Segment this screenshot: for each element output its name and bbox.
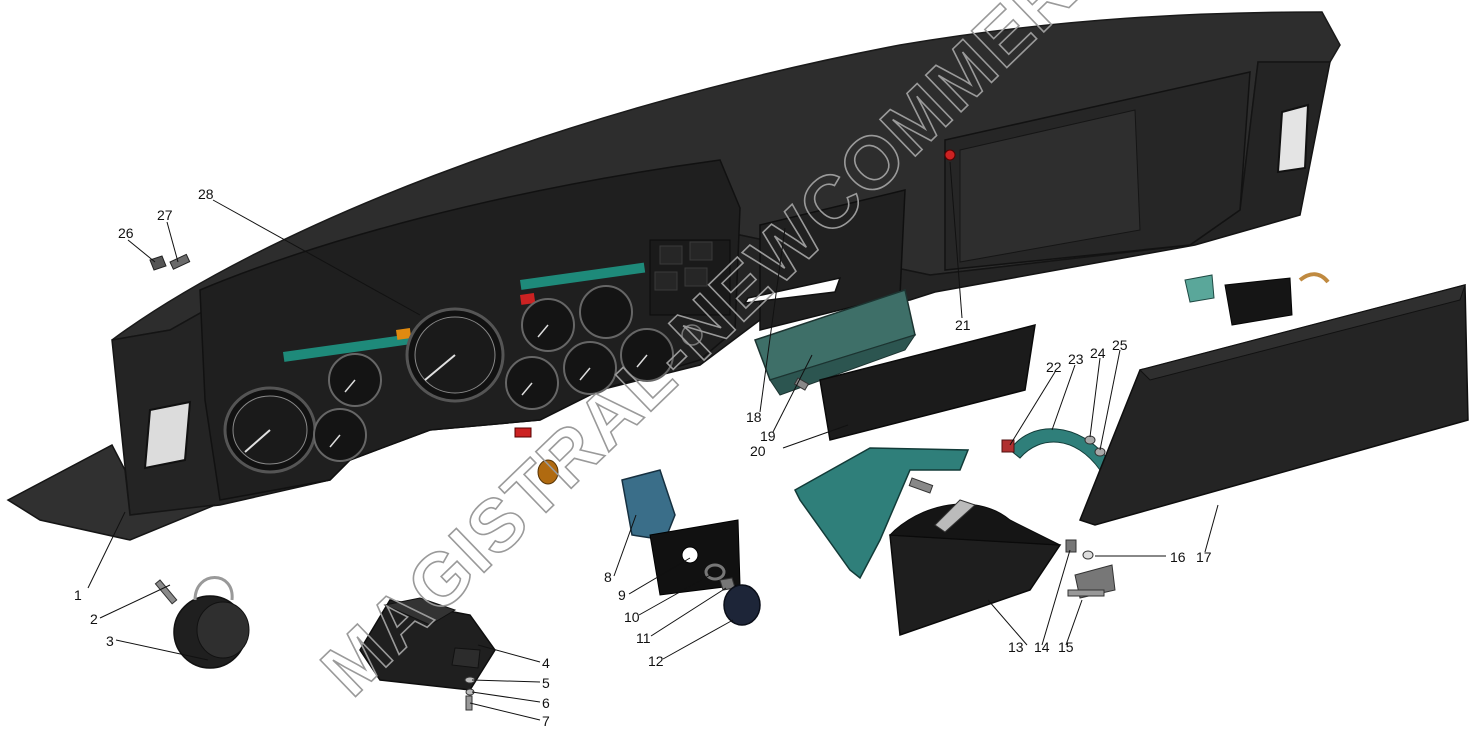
latch-parts (1184, 272, 1330, 326)
small-gauge (579, 285, 633, 339)
small-gauge (620, 328, 674, 382)
callout-12: 12 (648, 653, 664, 669)
screw-part-14 (1065, 539, 1077, 553)
speedometer-gauge (405, 307, 505, 403)
callout-25: 25 (1112, 337, 1128, 353)
hinge-part-15 (1067, 564, 1116, 599)
washer-part-10 (704, 563, 726, 581)
callout-3: 3 (106, 633, 114, 649)
callout-24: 24 (1090, 345, 1106, 361)
glovebox-lid-part-17 (1079, 284, 1469, 526)
callout-11: 11 (636, 630, 651, 646)
ignition-switch-icon (681, 324, 703, 346)
hazard-lamp-icon (514, 427, 532, 438)
bracket-part (794, 447, 970, 580)
callout-5: 5 (542, 675, 550, 691)
callout-14: 14 (1034, 639, 1050, 655)
callout-26: 26 (118, 225, 134, 241)
hinge-arm-part-23 (1001, 428, 1111, 471)
small-gauge (521, 298, 575, 352)
callout-13: 13 (1008, 639, 1024, 655)
washer-part-16 (1082, 550, 1094, 560)
bolt-part-2 (154, 579, 178, 605)
knob-part-12 (723, 584, 761, 626)
callout-21: 21 (955, 317, 971, 333)
callout-2: 2 (90, 611, 98, 627)
callout-1: 1 (74, 587, 82, 603)
tachometer-gauge (223, 386, 317, 474)
callout-9: 9 (618, 587, 626, 603)
callout-17: 17 (1196, 549, 1212, 565)
small-gauge (328, 353, 382, 407)
nut-part-26 (149, 255, 167, 271)
callout-8: 8 (604, 569, 612, 585)
callout-16: 16 (1170, 549, 1186, 565)
bolt-part-27 (169, 253, 191, 270)
callout-23: 23 (1068, 351, 1084, 367)
callout-7: 7 (542, 713, 550, 729)
instrument-gauges (223, 239, 731, 474)
callout-22: 22 (1046, 359, 1062, 375)
callout-15: 15 (1058, 639, 1074, 655)
screw-part-18 (793, 377, 810, 391)
pocket-part-13 (888, 499, 1062, 637)
lamp-cap-icon (537, 459, 559, 485)
relay-block-part-4 (359, 597, 496, 691)
callout-6: 6 (542, 695, 550, 711)
switch-part-8 (537, 459, 676, 541)
callout-labels: 1 2 3 4 5 6 7 8 9 10 11 12 13 14 15 16 1… (74, 186, 1212, 729)
warning-lamp-icon (944, 149, 956, 161)
switch-block (649, 239, 731, 316)
small-gauge (313, 408, 367, 462)
callout-18: 18 (746, 409, 762, 425)
washer-part-24 (1084, 435, 1096, 445)
callout-4: 4 (542, 655, 550, 671)
small-gauge (563, 341, 617, 395)
callout-20: 20 (750, 443, 766, 459)
callout-28: 28 (198, 186, 214, 202)
leader-lines (87, 161, 1219, 721)
small-gauge (505, 356, 559, 410)
housing-part-19 (754, 289, 917, 396)
cover-plate-part-20 (819, 323, 1036, 441)
gauge-part-3 (173, 576, 250, 669)
callout-19: 19 (760, 428, 776, 444)
indicator-strips (283, 262, 646, 362)
callout-27: 27 (157, 207, 173, 223)
callout-10: 10 (624, 609, 640, 625)
